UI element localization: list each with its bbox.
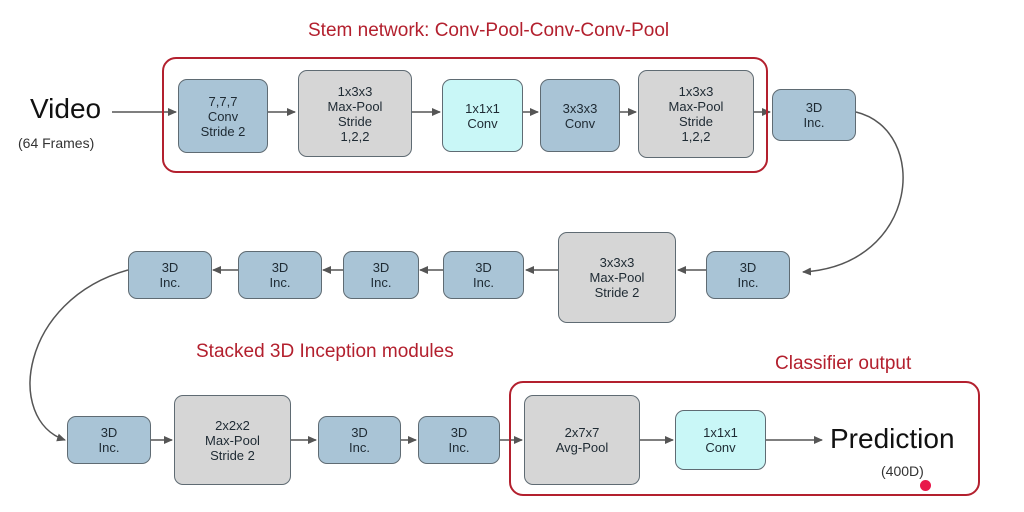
max-pool-2x2x2-node: 2x2x2 Max-Pool Stride 2 — [174, 395, 291, 485]
inception-3d-node-4: 3D Inc. — [343, 251, 419, 299]
conv-1x1x1-node: 1x1x1 Conv — [442, 79, 523, 152]
stacked-title: Stacked 3D Inception modules — [196, 341, 454, 362]
classifier-title: Classifier output — [775, 353, 912, 374]
inception-3d-node-7: 3D Inc. — [67, 416, 151, 464]
arrow-inc1-to-inc2 — [802, 111, 904, 276]
inception-3d-node-6: 3D Inc. — [128, 251, 212, 299]
video-label: Video — [30, 93, 102, 124]
arrow-inc6-to-inc7 — [29, 269, 129, 442]
inception-3d-node-9: 3D Inc. — [418, 416, 500, 464]
max-pool-1x3x3-node-2: 1x3x3 Max-Pool Stride 1,2,2 — [638, 70, 754, 158]
stem-title: Stem network: Conv-Pool-Conv-Conv-Pool — [308, 20, 670, 41]
conv-1x1x1-output-node: 1x1x1 Conv — [675, 410, 766, 470]
avg-pool-2x7x7-node: 2x7x7 Avg-Pool — [524, 395, 640, 485]
inception-3d-node-2: 3D Inc. — [706, 251, 790, 299]
max-pool-1x3x3-node: 1x3x3 Max-Pool Stride 1,2,2 — [298, 70, 412, 157]
video-frames-label: (64 Frames) — [18, 135, 95, 151]
inception-3d-node-1: 3D Inc. — [772, 89, 856, 141]
classifier-output-group — [509, 381, 980, 496]
prediction-dim-label: (400D) — [881, 463, 924, 479]
inception-3d-node-3: 3D Inc. — [443, 251, 524, 299]
cursor-dot — [920, 480, 931, 491]
conv-7x7x7-node: 7,7,7 Conv Stride 2 — [178, 79, 268, 153]
inception-3d-node-8: 3D Inc. — [318, 416, 401, 464]
max-pool-3x3x3-node: 3x3x3 Max-Pool Stride 2 — [558, 232, 676, 323]
inception-3d-node-5: 3D Inc. — [238, 251, 322, 299]
conv-3x3x3-node: 3x3x3 Conv — [540, 79, 620, 152]
stem-network-group — [162, 57, 768, 173]
prediction-label: Prediction — [830, 423, 955, 454]
